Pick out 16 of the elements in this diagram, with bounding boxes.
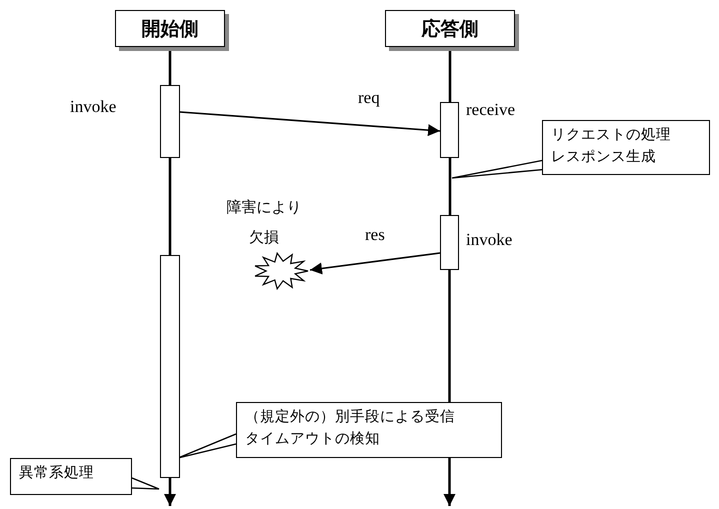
explosion-icon [252, 252, 310, 290]
activation-label: invoke [70, 97, 116, 117]
lifeline [168, 158, 172, 255]
callout-box: （規定外の）別手段による受信タイムアウトの検知 [236, 402, 502, 458]
activation-bar [440, 215, 459, 270]
message-arrow [310, 252, 440, 274]
lifeline [448, 158, 452, 215]
message-arrow [180, 111, 440, 136]
lifeline-arrow [164, 478, 176, 506]
activation-label: receive [466, 100, 516, 120]
activation-bar [160, 85, 180, 158]
callout-box: リクエストの処理レスポンス生成 [542, 120, 710, 175]
activation-bar [440, 102, 459, 158]
callout-box: 異常系処理 [10, 458, 132, 495]
activation-label: invoke [466, 230, 512, 250]
caption-text: 障害により欠損 [226, 197, 302, 248]
